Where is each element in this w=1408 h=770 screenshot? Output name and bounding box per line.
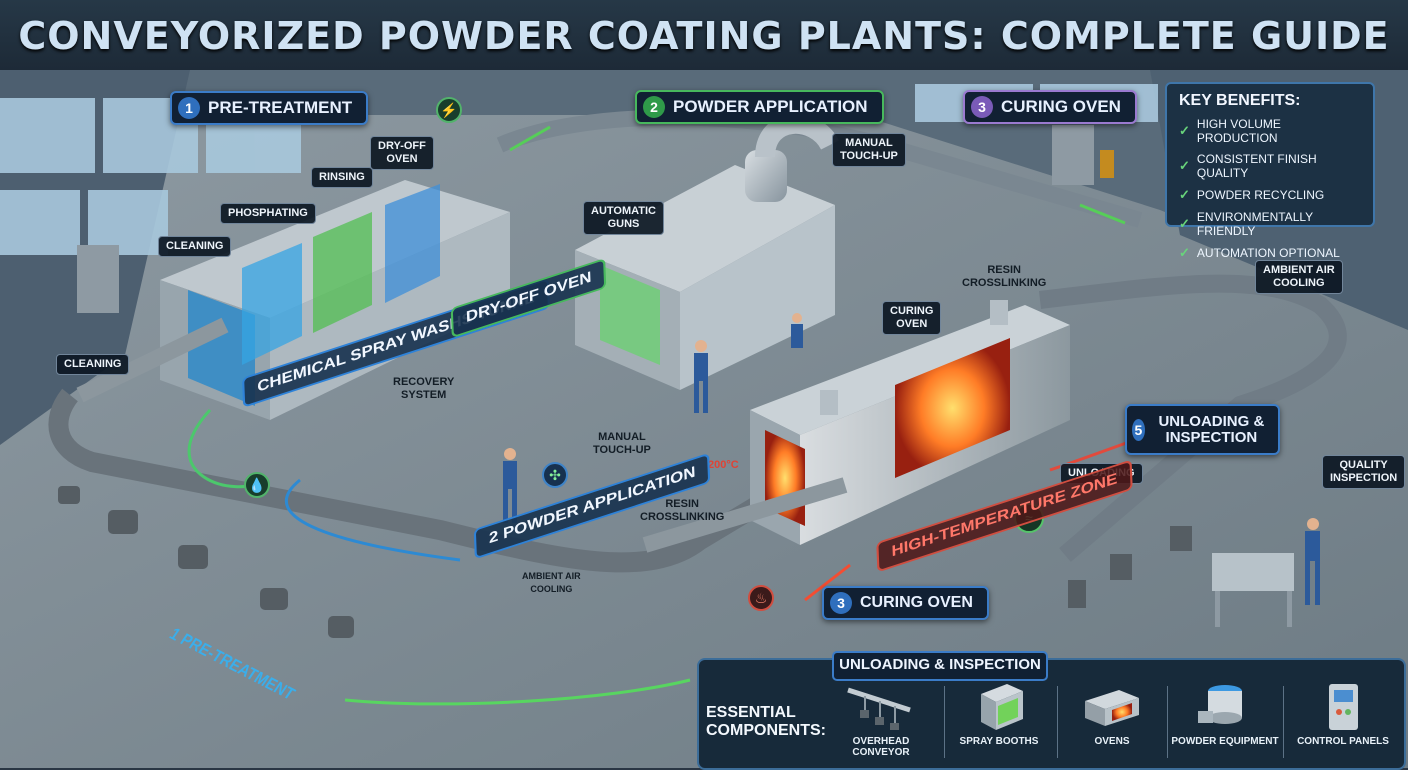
key-benefits-title: KEY BENEFITS: <box>1179 92 1301 109</box>
stage-powder-application: 2 POWDER APPLICATION <box>635 90 884 124</box>
stage-number: 3 <box>830 592 852 614</box>
resin-crosslinking-label-mid: RESIN CROSSLINKING <box>640 498 725 523</box>
benefit-item: ✓ CONSISTENT FINISH QUALITY <box>1179 152 1361 180</box>
check-icon: ✓ <box>1179 216 1190 231</box>
benefit-item: ✓ HIGH VOLUME PRODUCTION <box>1179 117 1361 145</box>
benefit-text: ENVIRONMENTALLY FRIENDLY <box>1196 210 1313 238</box>
water-drop-icon: 💧 <box>244 472 270 498</box>
check-icon: ✓ <box>1179 187 1190 202</box>
benefit-text: HIGH VOLUME PRODUCTION <box>1196 117 1281 145</box>
banner-number: 2 <box>488 528 499 548</box>
workers <box>503 313 1320 605</box>
component-divider <box>1283 686 1284 758</box>
component-control-panels: CONTROL PANELS <box>1288 682 1398 762</box>
phosphating-label: PHOSPHATING <box>220 203 316 224</box>
spray-icon: ⚡ <box>436 97 462 123</box>
component-powder-equipment: POWDER EQUIPMENT <box>1170 682 1280 762</box>
stage-number: 5 <box>1132 418 1145 441</box>
component-label: SPRAY BOOTHS <box>959 736 1039 747</box>
temperature-label: 200°C <box>708 459 739 471</box>
rinsing-label: RINSING <box>311 167 373 188</box>
right-conveyor-path <box>1038 274 1347 562</box>
component-divider <box>1057 686 1058 758</box>
resin-crosslinking-label-top: RESIN CROSSLINKING <box>962 264 1047 289</box>
stage-number: 3 <box>971 96 993 118</box>
component-ovens: OVENS <box>1057 682 1167 762</box>
stage-label: PRE-TREATMENT <box>208 98 353 117</box>
key-benefits-panel: KEY BENEFITS: ✓ HIGH VOLUME PRODUCTION ✓ C… <box>1165 82 1375 260</box>
ambient-air-cooling-label-right: AMBIENT AIR COOLING <box>1255 260 1343 294</box>
stage-label: CURING OVEN <box>860 594 973 611</box>
essential-components-label: ESSENTIAL COMPONENTS: <box>706 704 826 739</box>
component-spray-booths: SPRAY BOOTHS <box>944 682 1054 762</box>
check-icon: ✓ <box>1179 245 1190 260</box>
stage-number: 1 <box>178 97 200 119</box>
benefit-text: AUTOMATION OPTIONAL <box>1196 246 1340 260</box>
oven-icon <box>1085 690 1139 726</box>
automatic-guns-label: AUTOMATIC GUNS <box>583 201 664 235</box>
spray-gun-icon: ✣ <box>542 462 568 488</box>
essential-components-panel <box>697 658 1406 770</box>
stage-label: POWDER APPLICATION <box>673 97 868 116</box>
benefit-text: CONSISTENT FINISH QUALITY <box>1196 152 1317 180</box>
component-label: POWDER EQUIPMENT <box>1171 736 1279 747</box>
small-devices <box>77 125 1294 627</box>
component-label: OVERHEAD CONVEYOR <box>852 736 910 758</box>
manual-touch-up-label-top: MANUAL TOUCH-UP <box>832 133 906 167</box>
control-panel-icon <box>1329 684 1358 730</box>
components-heading: UNLOADING & INSPECTION <box>832 651 1048 681</box>
stage-label: CURING OVEN <box>1001 97 1121 116</box>
dry-off-oven-label: DRY-OFF OVEN <box>370 136 434 170</box>
overhead-conveyor-icon <box>847 687 911 730</box>
benefit-item: ✓ POWDER RECYCLING <box>1179 187 1361 203</box>
component-divider <box>1167 686 1168 758</box>
ambient-air-cooling-label-mid: AMBIENT AIR COOLING <box>522 571 581 594</box>
left-conveyor <box>76 317 848 553</box>
component-overhead-conveyor: OVERHEAD CONVEYOR <box>826 682 936 762</box>
component-label: CONTROL PANELS <box>1297 736 1389 747</box>
benefit-item: ✓ ENVIRONMENTALLY FRIENDLY <box>1179 210 1361 238</box>
stage-label: UNLOADING & INSPECTION <box>1158 412 1265 446</box>
hanging-parts <box>58 486 1192 638</box>
benefit-text: POWDER RECYCLING <box>1196 188 1325 202</box>
cleaning-label-left: CLEANING <box>56 354 130 375</box>
spray-booth-icon <box>981 684 1023 730</box>
curing-oven-bottom-label: 3 CURING OVEN <box>822 586 989 620</box>
recovery-system-label: RECOVERY SYSTEM <box>393 376 455 401</box>
quality-inspection-label: QUALITY INSPECTION <box>1322 455 1406 489</box>
stage-unloading-inspection: 5 UNLOADING & INSPECTION <box>1125 404 1280 455</box>
curing-oven-label: CURING OVEN <box>882 301 942 335</box>
stage-pre-treatment: 1 PRE-TREATMENT <box>170 91 369 125</box>
check-icon: ✓ <box>1179 158 1190 173</box>
stage-number: 2 <box>643 96 665 118</box>
component-divider <box>944 686 945 758</box>
page-title: CONVEYORIZED POWDER COATING PLANTS: COMP… <box>0 0 1408 70</box>
cleaning-label-upper: CLEANING <box>158 236 232 257</box>
check-icon: ✓ <box>1179 123 1190 138</box>
stage-curing-oven: 3 CURING OVEN <box>963 90 1137 124</box>
benefit-item: ✓ AUTOMATION OPTIONAL <box>1179 245 1361 261</box>
manual-touch-up-label-mid: MANUAL TOUCH-UP <box>593 431 651 456</box>
component-label: OVENS <box>1094 736 1130 747</box>
powder-equipment-icon <box>1198 685 1242 724</box>
powder-booth <box>575 113 839 390</box>
thermometer-icon: ♨ <box>748 585 774 611</box>
